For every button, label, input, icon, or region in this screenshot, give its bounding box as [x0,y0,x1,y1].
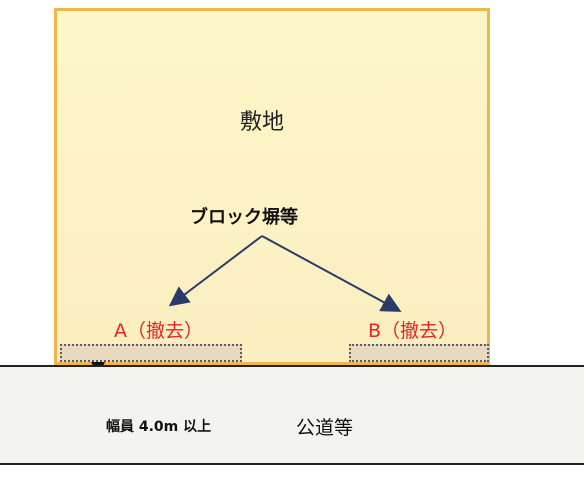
arrow-to-a [168,235,263,307]
arrow-to-b [261,235,402,312]
public-road [0,365,584,465]
block-wall-b [349,344,489,362]
removal-label-b: B（撤去） [368,320,458,342]
road-width-label: 幅員 4.0m 以上 [106,419,212,435]
block-wall-label: ブロック塀等 [190,207,298,228]
removal-label-a: A（撤去） [114,320,203,342]
site-label: 敷地 [240,110,285,135]
road-label: 公道等 [296,417,354,439]
block-wall-a [60,344,242,362]
site-area [54,8,490,365]
